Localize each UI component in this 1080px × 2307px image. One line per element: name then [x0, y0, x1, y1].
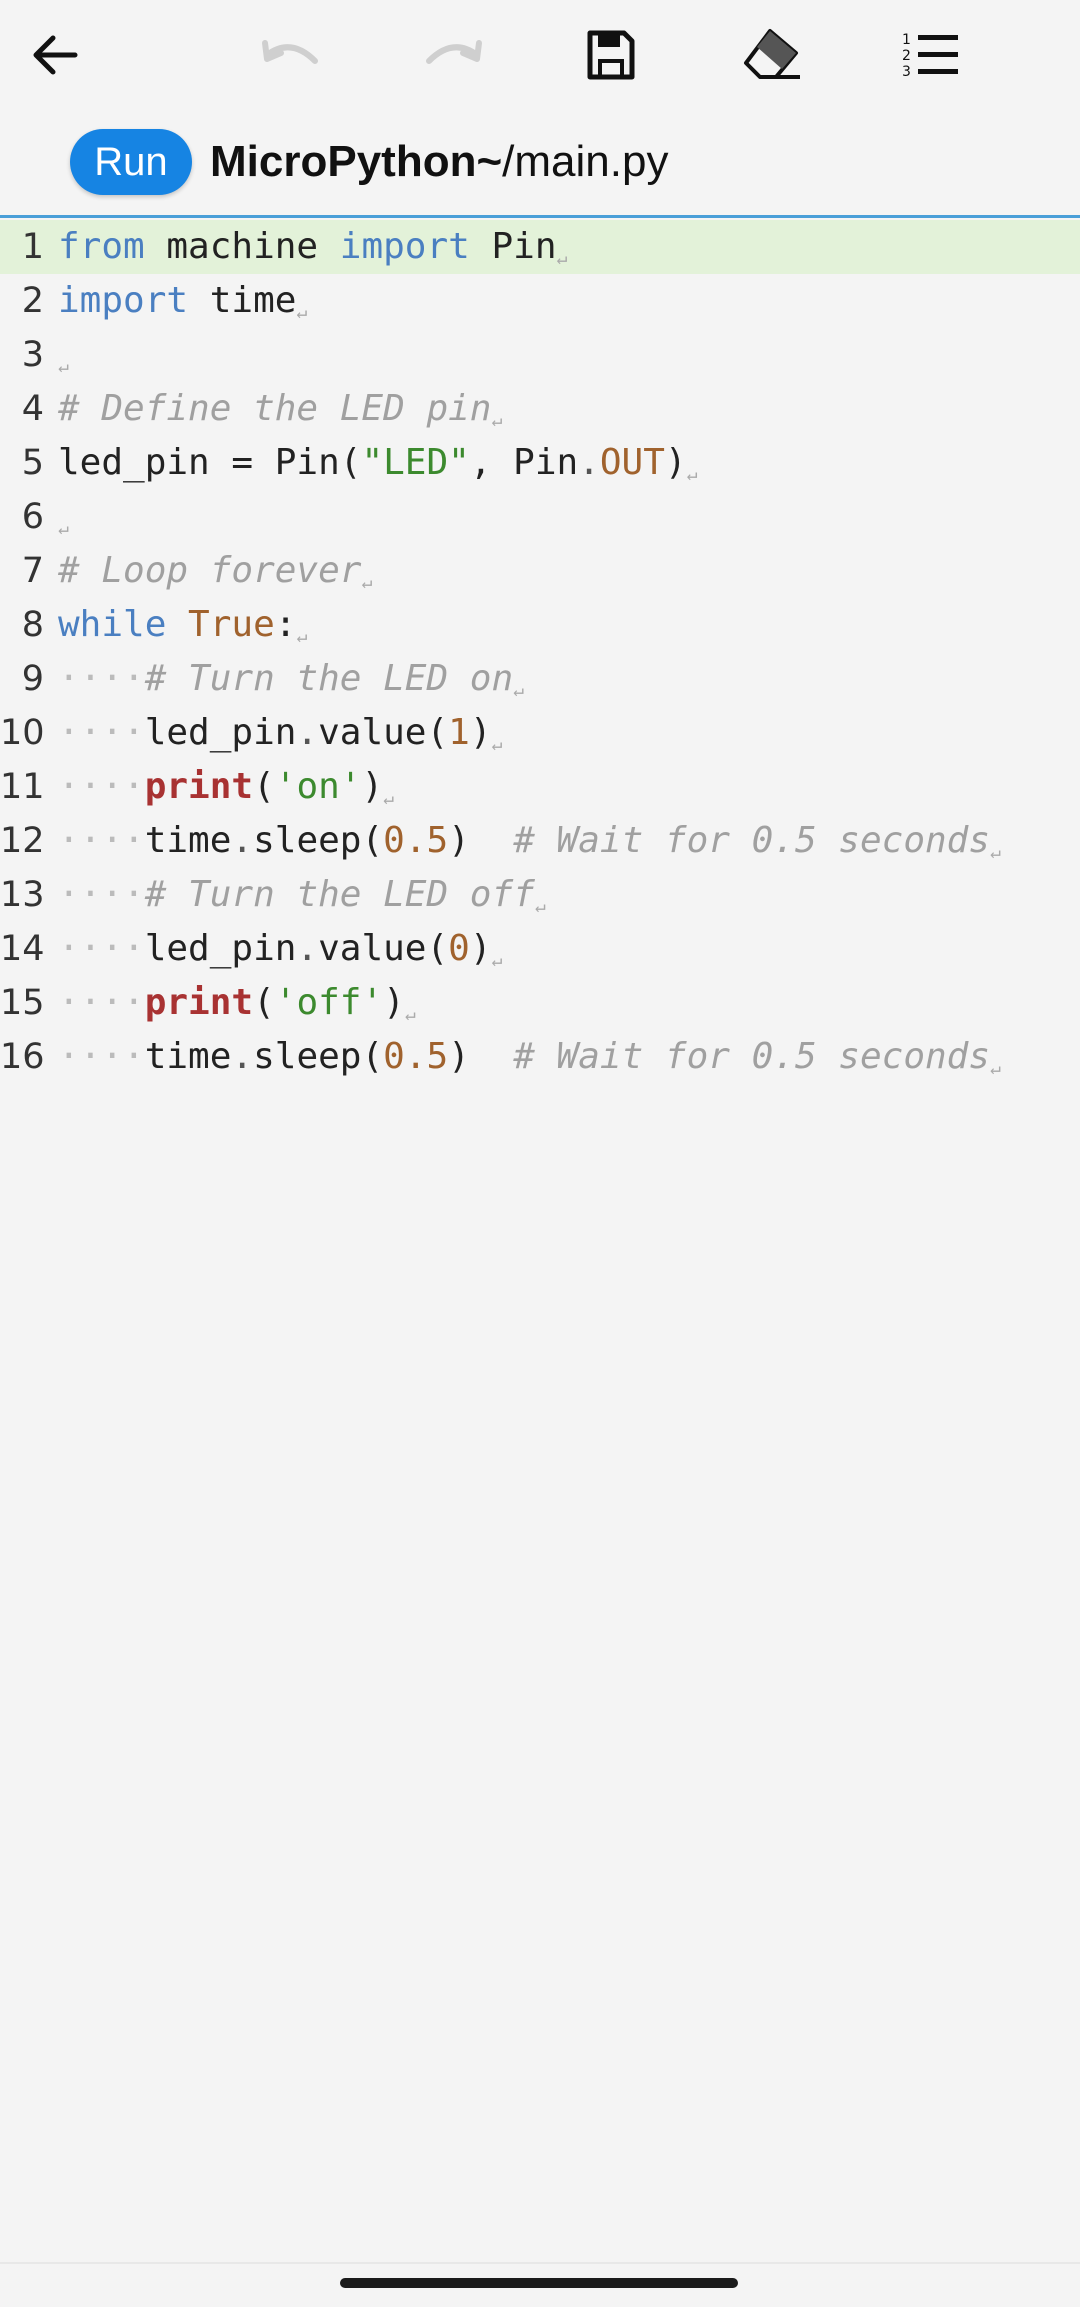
title-bar: Run MicroPython~/main.py [0, 110, 1080, 218]
eraser-icon [744, 29, 800, 79]
numbered-list-icon: 1 2 3 [902, 32, 958, 80]
line-number: 16 [0, 1037, 45, 1077]
code-line[interactable]: 10 ····led_pin.value(1)↵ [0, 706, 1080, 760]
code-line[interactable]: 13 ····# Turn the LED off↵ [0, 868, 1080, 922]
line-number: 6 [21, 497, 44, 537]
line-number: 10 [0, 713, 45, 753]
svg-text:2: 2 [902, 48, 911, 64]
code-line[interactable]: 14 ····led_pin.value(0)↵ [0, 922, 1080, 976]
code-line[interactable]: 11 ····print('on')↵ [0, 760, 1080, 814]
file-path: /main.py [502, 137, 669, 186]
code-line[interactable]: 1 from machine import Pin↵ [0, 220, 1080, 274]
undo-button[interactable] [258, 22, 324, 88]
line-number: 14 [0, 929, 45, 969]
line-number: 13 [0, 875, 45, 915]
back-button[interactable] [22, 22, 88, 88]
home-indicator[interactable] [340, 2278, 738, 2288]
eraser-button[interactable] [738, 22, 804, 88]
run-button[interactable]: Run [70, 129, 192, 195]
code-line[interactable]: 9 ····# Turn the LED on↵ [0, 652, 1080, 706]
code-line[interactable]: 12 ····time.sleep(0.5) # Wait for 0.5 se… [0, 814, 1080, 868]
redo-icon [426, 40, 482, 64]
code-editor[interactable]: 1 from machine import Pin↵ 2 import time… [0, 220, 1080, 1084]
nav-divider [0, 2262, 1080, 2264]
code-line[interactable]: 7 # Loop forever↵ [0, 544, 1080, 598]
code-line[interactable]: 16 ····time.sleep(0.5) # Wait for 0.5 se… [0, 1030, 1080, 1084]
code-line[interactable]: 15 ····print('off')↵ [0, 976, 1080, 1030]
code-line[interactable]: 5 led_pin = Pin("LED", Pin.OUT)↵ [0, 436, 1080, 490]
code-line[interactable]: 2 import time↵ [0, 274, 1080, 328]
svg-text:3: 3 [902, 64, 911, 80]
line-number: 1 [21, 227, 44, 267]
code-line[interactable]: 3 ↵ [0, 328, 1080, 382]
line-number: 2 [21, 281, 44, 321]
code-line[interactable]: 4 # Define the LED pin↵ [0, 382, 1080, 436]
save-icon [587, 30, 635, 80]
file-path-title: MicroPython~/main.py [210, 132, 668, 192]
line-number: 12 [0, 821, 45, 861]
editor-toolbar: 1 2 3 [0, 0, 1080, 110]
code-line[interactable]: 8 while True:↵ [0, 598, 1080, 652]
line-number: 15 [0, 983, 45, 1023]
undo-icon [262, 40, 318, 64]
save-button[interactable] [578, 22, 644, 88]
code-line[interactable]: 6 ↵ [0, 490, 1080, 544]
line-number: 11 [0, 767, 45, 807]
line-number: 8 [21, 605, 44, 645]
line-numbers-button[interactable]: 1 2 3 [898, 22, 964, 88]
back-arrow-icon [33, 35, 78, 75]
line-number: 7 [21, 551, 44, 591]
line-number: 5 [21, 443, 44, 483]
runtime-label: MicroPython~ [210, 137, 503, 186]
svg-text:1: 1 [902, 32, 911, 48]
line-number: 4 [21, 389, 44, 429]
line-number: 9 [21, 659, 44, 699]
line-number: 3 [21, 335, 44, 375]
redo-button[interactable] [420, 22, 486, 88]
